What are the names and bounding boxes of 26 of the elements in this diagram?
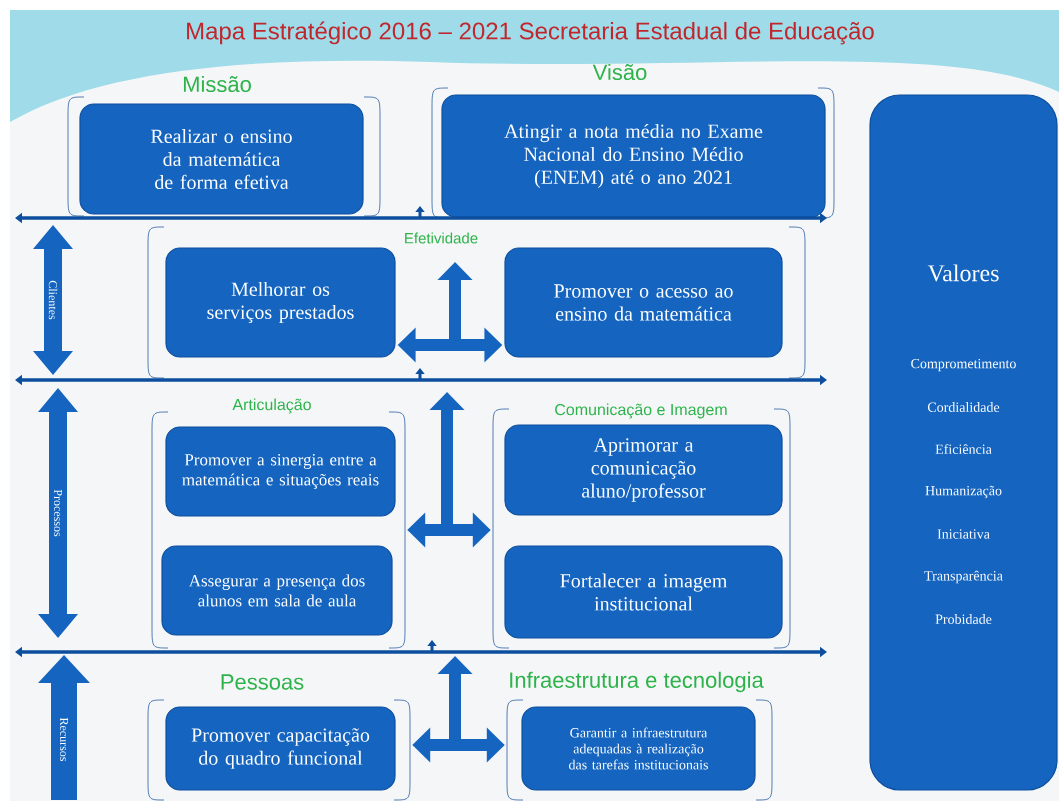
objective-box: Promover o acesso ao ensino da matemática	[504, 247, 783, 358]
value-item: Cordialidade	[927, 402, 1000, 412]
objective-box: Fortalecer a imagem institucional	[504, 545, 783, 639]
group-heading: Pessoas	[221, 674, 304, 690]
value-item: Eficiência	[935, 444, 992, 454]
group-heading: Missão	[183, 75, 251, 93]
title: Mapa Estratégico 2016 – 2021 Secretaria Estadual de Educação	[187, 21, 874, 45]
group-heading: Efetividade	[405, 232, 478, 244]
objective-box: Realizar o ensino da matemática de forma efetiva	[79, 103, 364, 215]
panel-heading: Valores	[927, 264, 999, 282]
group-heading: Comunicação e Imagem	[555, 403, 727, 419]
group-heading: Visão	[592, 63, 647, 81]
group-heading: Articulação	[232, 398, 311, 414]
group-heading: Infraestrutura e tecnologia	[510, 671, 764, 693]
objective-box: Aprimorar a comunicação aluno/professor	[504, 424, 783, 516]
objective-box: Promover a sinergia entre a matemática e situações reais	[165, 426, 396, 517]
value-item: Humanização	[925, 485, 1002, 499]
objective-box: Assegurar a presença dos alunos em sala de aula	[161, 545, 393, 636]
value-item: Comprometimento	[911, 358, 1016, 372]
value-item: Iniciativa	[937, 529, 990, 539]
value-item: Transparência	[924, 570, 1003, 584]
objective-box: Atingir a nota média no Exame Nacional do Ensino Médio (ENEM) até o ano 2021	[441, 94, 826, 218]
objective-box: Promover capacitação do quadro funcional	[165, 706, 396, 791]
objective-box: Melhorar os serviços prestados	[165, 247, 396, 358]
objective-box: Garantir a infraestrutura adequadas à realização das tarefas institucionais	[521, 706, 756, 791]
value-item: Probidade	[935, 614, 992, 624]
